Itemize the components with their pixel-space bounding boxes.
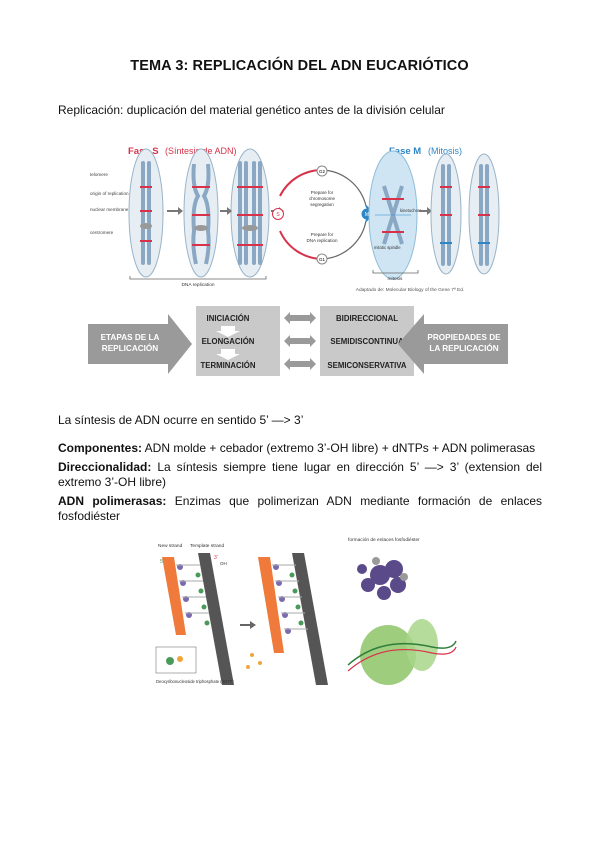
left-arrow-line1: ETAPAS DE LA [101, 333, 160, 342]
node-s: S [276, 212, 280, 218]
stages-properties: ETAPAS DE LA REPLICACIÓN INICIACIÓN ELON… [88, 306, 508, 376]
node-g2: G2 [319, 169, 326, 174]
page-title: TEMA 3: REPLICACIÓN DEL ADN EUCARIÓTICO [130, 58, 469, 74]
phase-m-subtitle: (Mitosis) [428, 146, 462, 156]
spindle-label: mitotic spindle [374, 245, 401, 250]
label-membrane: nuclear membrane [90, 207, 129, 212]
mitosis-label: mitosis [388, 276, 404, 282]
components-text: ADN molde + cebador (extremo 3’-OH libre… [142, 441, 536, 455]
oh-label: OH [220, 561, 227, 566]
components-label: Componentes: [58, 441, 142, 455]
dntp-label: Deoxyribonucleoside triphosphate (dNTP) [156, 679, 234, 684]
polymerase-paragraph: ADN polimerasas: Enzimas que polimerizan… [58, 494, 542, 524]
template-strand-label: Template strand [190, 543, 224, 549]
replication-figure: Fase S (Síntesis de ADN) Fase M (Mitosis… [88, 146, 508, 376]
panel-before: 5' 3' OH Deoxyribonucleoside triphosphat… [155, 553, 234, 685]
dna-replication-label: DNA replication [181, 282, 214, 288]
polymerase-text: Enzimas que polimerizan ADN mediante for… [58, 494, 542, 523]
label-centromere: centromere [90, 230, 114, 235]
label-telomere: telomere [90, 172, 108, 177]
panel-after [246, 553, 328, 685]
m-phase-cells: mitotic spindle kinetochore mitosis Adap… [356, 150, 500, 293]
node-m: M [365, 212, 369, 218]
direction-text: La síntesis siempre tiene lugar en direc… [58, 460, 542, 489]
intro-text: Replicación: duplicación del material ge… [58, 103, 445, 117]
property-semidiscontinuous: SEMIDISCONTINUA [330, 337, 404, 346]
five-prime-label: 5' [160, 559, 164, 565]
polymerase-label: ADN polimerasas: [58, 494, 167, 508]
top-right-label: formación de enlaces fosfodiéster [348, 537, 420, 543]
property-bidirectional: BIDIRECCIONAL [336, 314, 398, 323]
polymerase-structures: formación de enlaces fosfodiéster [347, 537, 457, 685]
phase-m-title: Fase M [389, 146, 421, 157]
polymerization-figure: New strand Template strand 5' 3' OH Deox… [155, 537, 457, 685]
left-arrow-line2: REPLICACIÓN [102, 342, 158, 353]
three-prime-label: 3' [214, 555, 218, 561]
synthesis-direction-text: La síntesis de ADN ocurre en sentido 5’ … [58, 413, 304, 427]
new-strand-label: New strand [158, 543, 183, 549]
chromosome-labels: telomere origin of replication nuclear m… [90, 172, 129, 235]
property-semiconservative: SEMICONSERVATIVA [327, 361, 407, 370]
stage-initiation: INICIACIÓN [207, 314, 250, 323]
components-paragraph: Componentes: ADN molde + cebador (extrem… [58, 441, 542, 456]
direction-label: Direccionalidad: [58, 460, 152, 474]
s-phase-cells: DNA replication [128, 148, 284, 288]
direction-paragraph: Direccionalidad: La síntesis siempre tie… [58, 460, 542, 490]
stage-termination: TERMINACIÓN [200, 361, 255, 370]
right-arrow-line2: LA REPLICACIÓN [429, 342, 498, 353]
stage-elongation: ELONGACIÓN [202, 337, 255, 346]
kinetochore-label: kinetochore [400, 208, 422, 213]
node-g1: G1 [319, 257, 326, 262]
source-label: Adaptado de: Molecular Biology of the Ge… [356, 287, 464, 293]
right-arrow-line1: PROPIEDADES DE [427, 333, 501, 342]
label-origin: origin of replication [90, 191, 129, 196]
